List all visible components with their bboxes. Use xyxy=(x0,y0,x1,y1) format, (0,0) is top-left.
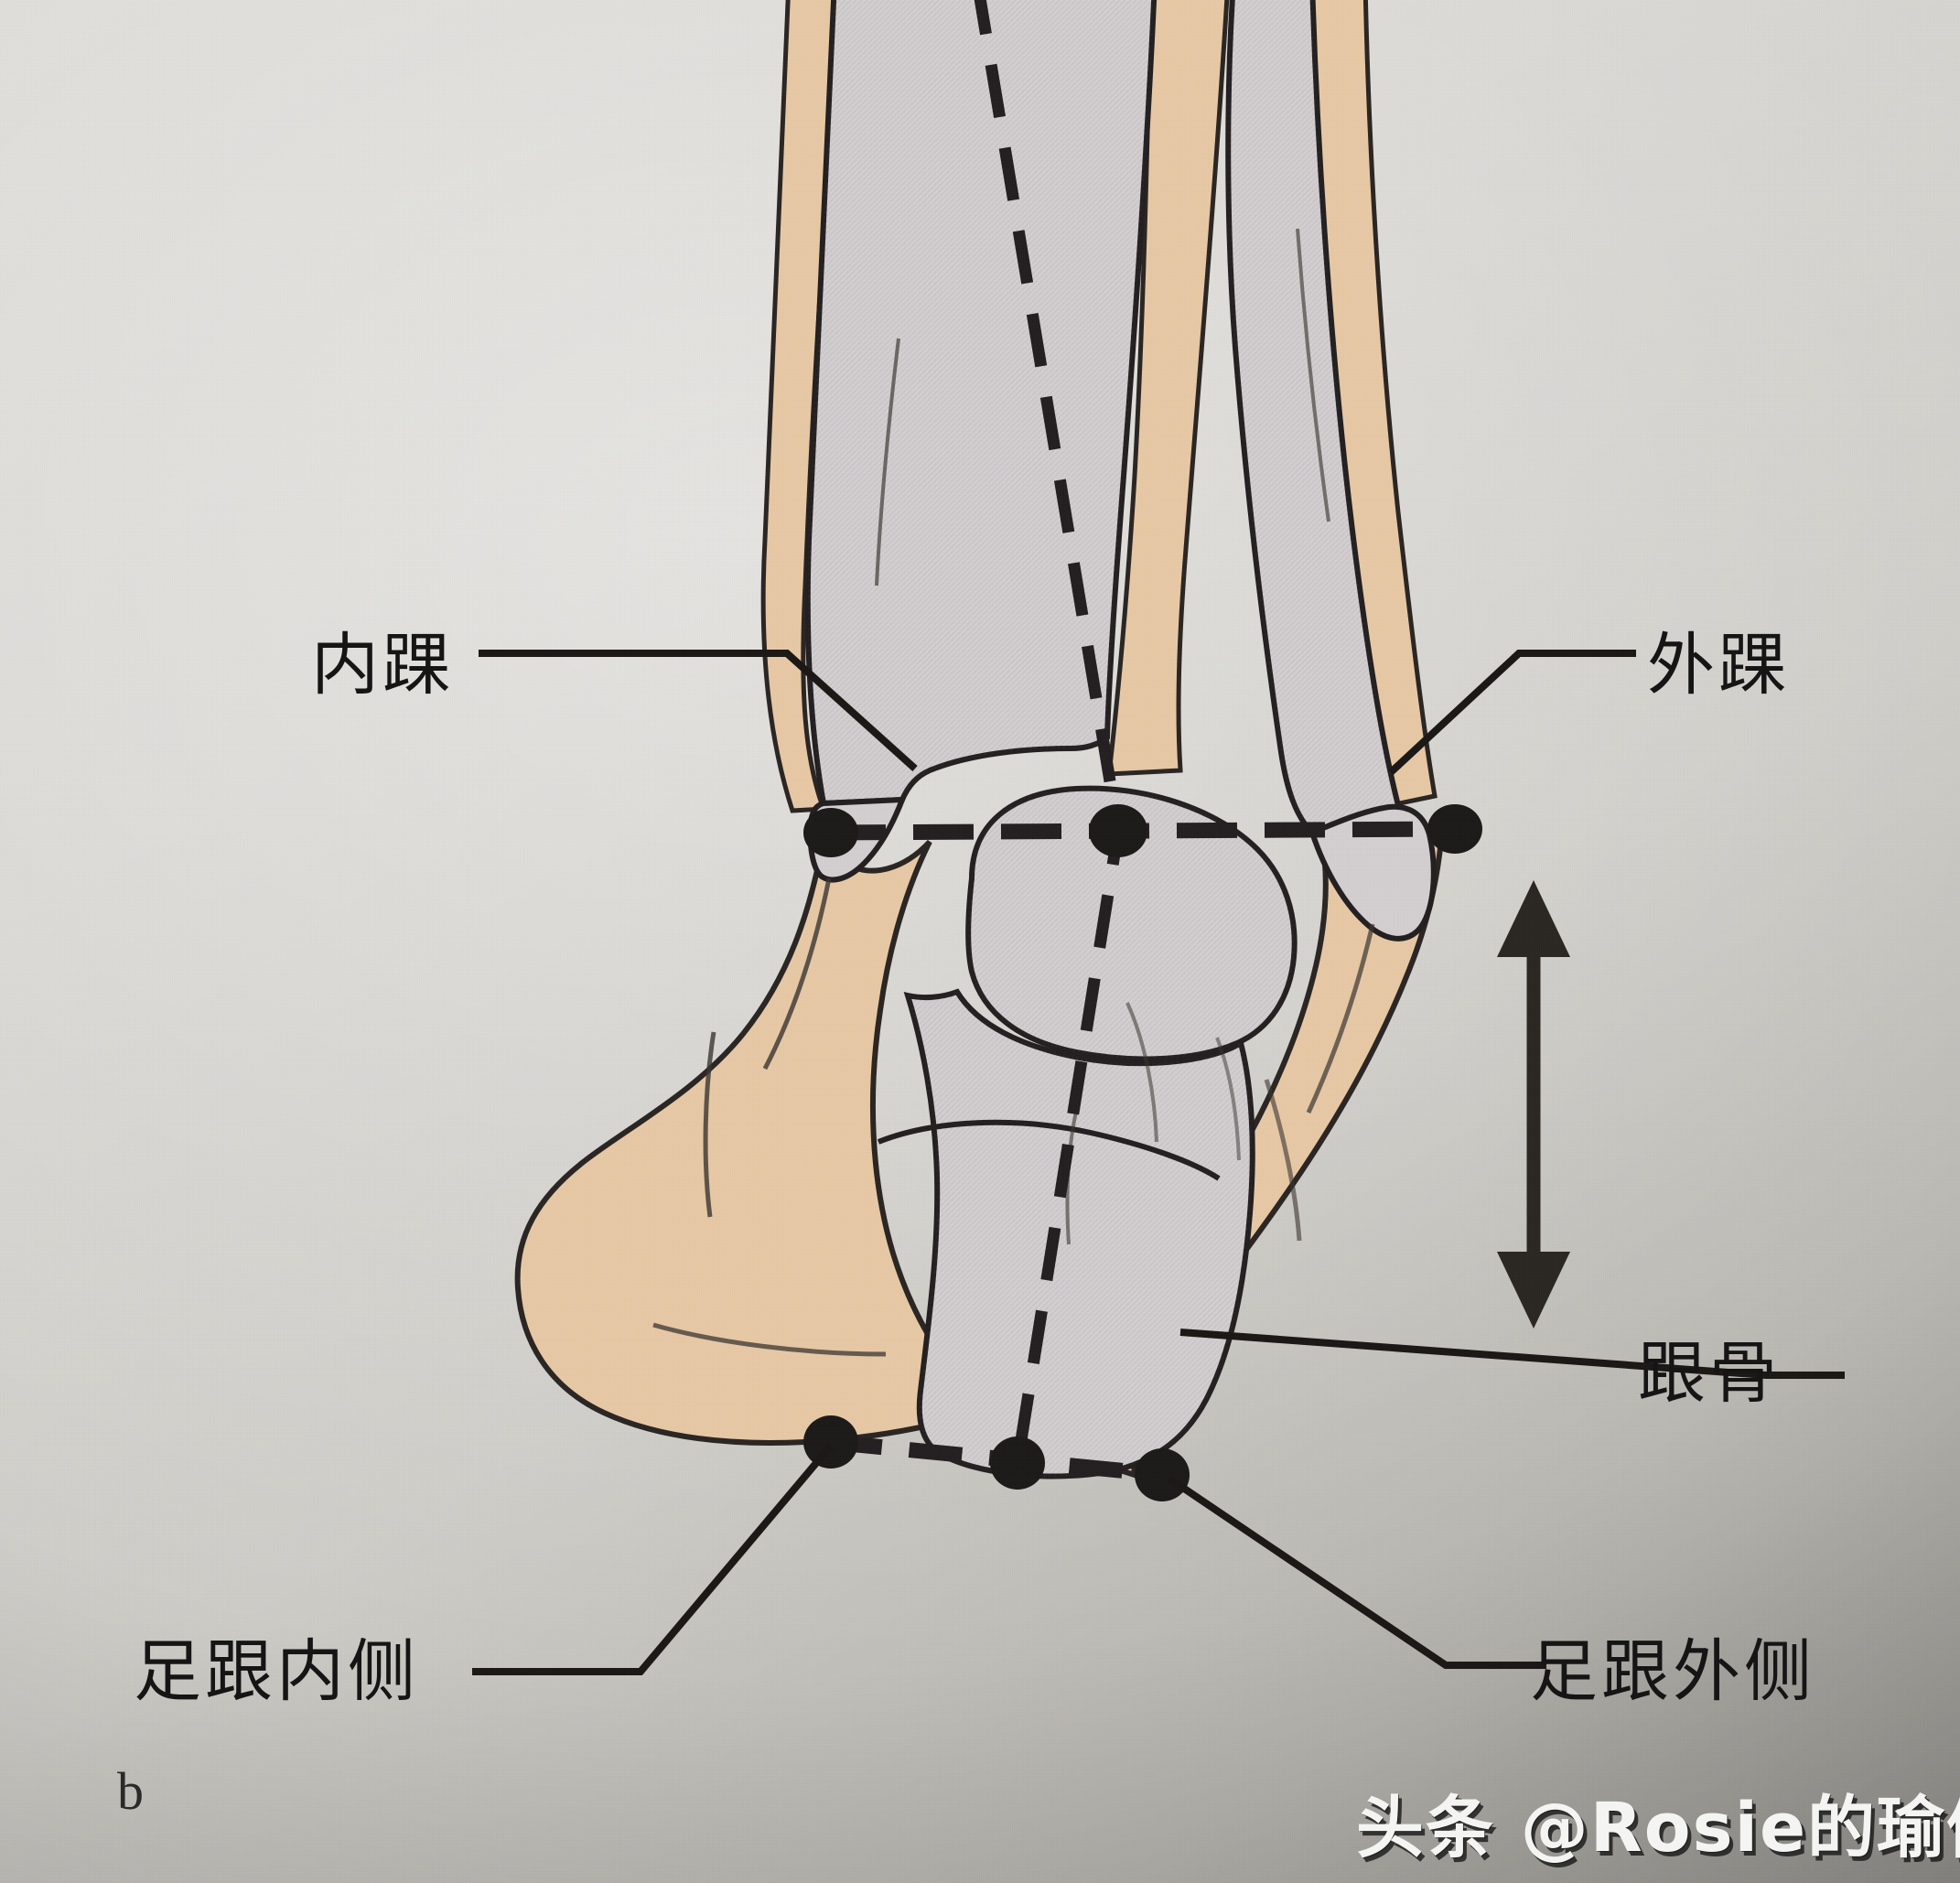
bone-group xyxy=(652,0,1437,1480)
leader-medial-heel xyxy=(472,1443,835,1675)
axis-midpoint-upper xyxy=(1089,804,1147,857)
fibula-inner-line xyxy=(1296,228,1330,522)
calcaneal-height-arrow xyxy=(1497,880,1570,1329)
label-calcaneus: 跟骨 xyxy=(1638,1334,1781,1413)
panel-letter: b xyxy=(117,1761,144,1821)
medial-heel-point xyxy=(803,1415,858,1469)
measurement-overlay xyxy=(803,0,1570,1501)
leader-lines xyxy=(472,650,1845,1675)
leader-medial-malleolus xyxy=(479,650,918,771)
label-lateral-malleolus: 外踝 xyxy=(1647,626,1790,705)
tibia-inner-line xyxy=(875,338,900,586)
lateral-malleolus-point xyxy=(1427,804,1482,854)
leader-calcaneus xyxy=(1179,1329,1845,1379)
label-medial-malleolus: 内踝 xyxy=(311,626,454,705)
watermark: 头条 @Rosie的瑜伽乐园 xyxy=(1356,1789,1960,1867)
achilles-insertion-line xyxy=(1215,1037,1241,1161)
sustentaculum-line xyxy=(1125,1002,1158,1143)
heel-pad-contour-b xyxy=(703,1031,716,1218)
lateral-tissue-contour xyxy=(1306,923,1375,1114)
lateral-tissue-contour-b xyxy=(1264,1079,1302,1242)
heel-pad-contour-a xyxy=(762,877,832,1071)
lateral-heel-point xyxy=(1135,1448,1190,1501)
label-lateral-heel: 足跟外侧 xyxy=(1530,1632,1815,1711)
label-medial-heel: 足跟内侧 xyxy=(134,1632,419,1711)
medial-malleolus-point xyxy=(803,808,858,857)
soft-tissue-medial-heel-pad xyxy=(514,821,994,1446)
leader-lateral-malleolus xyxy=(1388,650,1636,775)
lateral-malleolus xyxy=(1308,803,1437,942)
heel-pad-contour-c xyxy=(652,1322,887,1357)
leader-lateral-heel xyxy=(1167,1475,1546,1669)
axis-midpoint-lower xyxy=(990,1436,1045,1490)
calcaneus-facet-line xyxy=(877,1119,1221,1181)
